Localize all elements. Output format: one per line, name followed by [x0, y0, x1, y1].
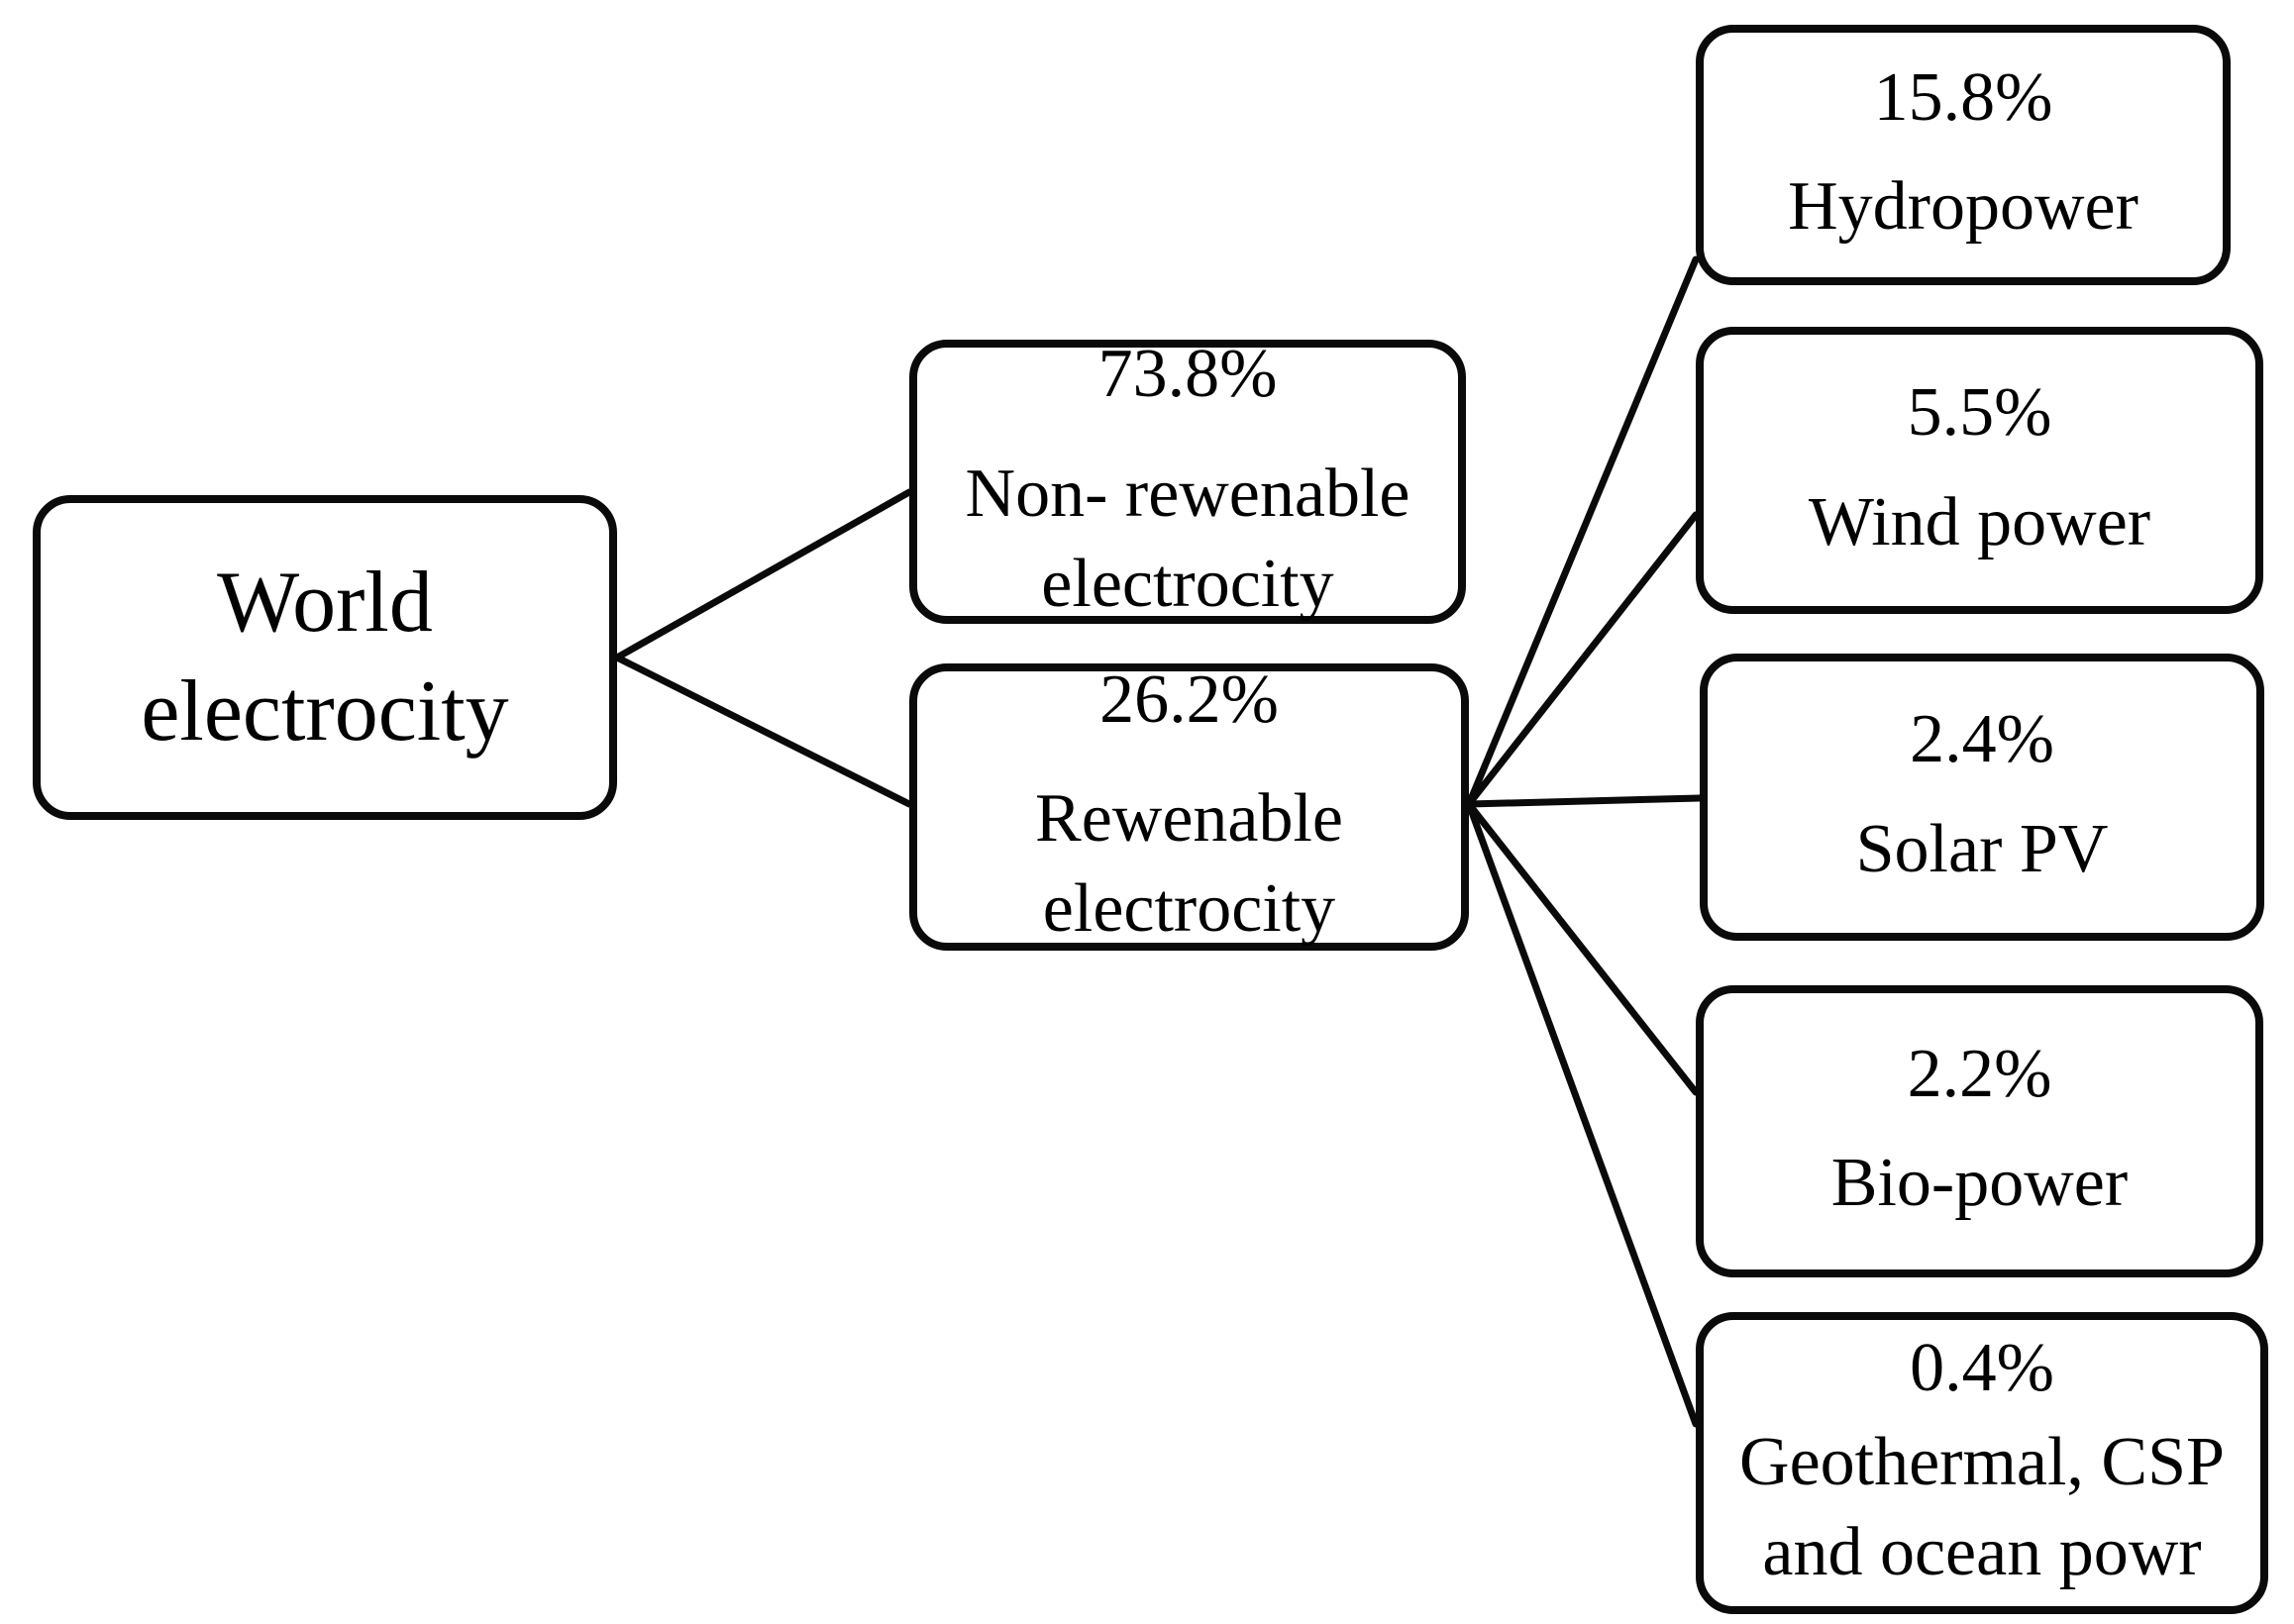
node-solar-pv-label: Solar PV: [1855, 810, 2109, 887]
node-hydropower: 15.8% Hydropower: [1696, 25, 2231, 285]
node-renewable: 26.2% Rewenable electrocity: [909, 660, 1469, 951]
node-bio-power-label: Bio-power: [1830, 1145, 2129, 1222]
node-wind-power-percent: 5.5%: [1907, 374, 2052, 452]
node-solar-pv: 2.4% Solar PV: [1700, 654, 2264, 941]
node-wind-power: 5.5% Wind power: [1696, 327, 2263, 614]
connector-root-to-renewable: [613, 654, 913, 808]
node-solar-pv-percent: 2.4%: [1910, 701, 2054, 778]
node-non-renewable-label: Non- rewenable electrocity: [965, 455, 1410, 622]
connector-renewable-to-bio: [1465, 800, 1700, 1096]
node-geothermal-csp-ocean: 0.4% Geothermal, CSP and ocean powr: [1696, 1312, 2268, 1614]
node-bio-power-percent: 2.2%: [1907, 1035, 2052, 1112]
node-non-renewable-percent: 73.8%: [1097, 336, 1278, 413]
node-bio-power: 2.2% Bio-power: [1696, 985, 2263, 1277]
node-renewable-label: Rewenable electrocity: [1035, 780, 1343, 948]
node-hydropower-percent: 15.8%: [1873, 58, 2053, 136]
node-wind-power-label: Wind power: [1808, 483, 2151, 560]
node-hydropower-label: Hydropower: [1788, 168, 2138, 246]
node-world-electricity-label: World electrocity: [141, 555, 509, 760]
node-geothermal-csp-ocean-percent: 0.4%: [1910, 1330, 2054, 1407]
connector-renewable-to-geothermal: [1465, 800, 1700, 1428]
connector-renewable-to-hydropower: [1465, 255, 1700, 808]
node-world-electricity: World electrocity: [33, 495, 617, 820]
node-non-renewable: 73.8% Non- rewenable electrocity: [909, 336, 1466, 624]
connector-renewable-to-wind: [1465, 511, 1700, 808]
connector-root-to-non-renewable: [613, 488, 913, 661]
node-geothermal-csp-ocean-label: Geothermal, CSP and ocean powr: [1739, 1423, 2225, 1590]
node-renewable-percent: 26.2%: [1099, 660, 1279, 738]
connector-renewable-to-solar: [1465, 794, 1704, 808]
